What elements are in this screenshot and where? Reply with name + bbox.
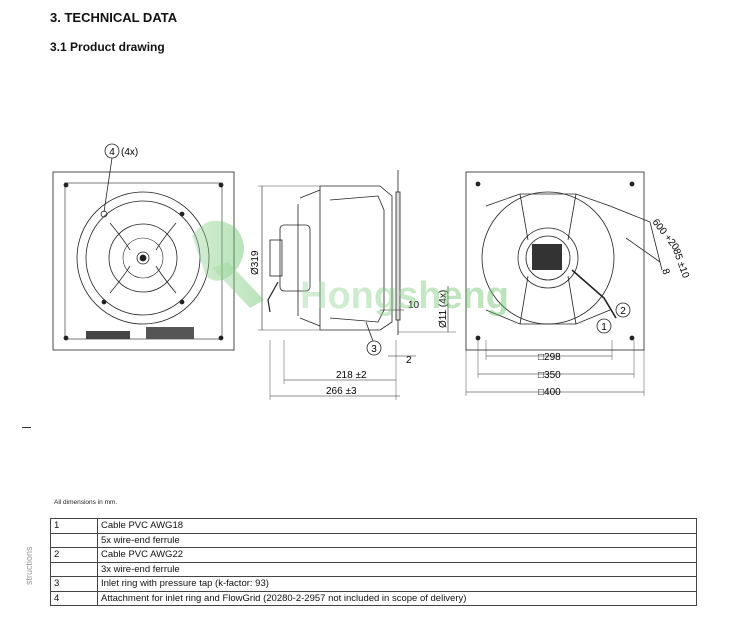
callout-2 [615, 302, 631, 318]
callout-4-label: 4 [109, 147, 115, 158]
dim-85: 85 ±10 [670, 247, 691, 280]
table-row: 3x wire-end ferrule [50, 561, 697, 577]
table-row: 5x wire-end ferrule [50, 532, 697, 548]
side-view [258, 170, 456, 400]
callout-1 [596, 318, 612, 334]
section-subtitle: 3.1 Product drawing [50, 40, 165, 54]
divider-mark [22, 427, 31, 428]
watermark: Hongsheng [192, 220, 509, 317]
callout-4-count: (4x) [121, 147, 138, 158]
dim-10: 10 [408, 300, 420, 311]
dim-sq400: □400 [538, 387, 561, 398]
dim-218: 218 ±2 [336, 370, 367, 381]
product-drawing: 4 (4x) Ø319 Ø11 (4x) 10 2 218 ±2 [52, 143, 691, 400]
dim-8: 8 [659, 267, 671, 276]
watermark-text: Hongsheng [300, 275, 509, 317]
side-margin-text: structions [24, 546, 34, 585]
dim-hole: Ø11 (4x) [438, 290, 449, 328]
callout-3 [366, 340, 382, 356]
dim-sq298: □298 [538, 352, 561, 363]
callout-3-label: 3 [371, 344, 377, 355]
dim-sq350: □350 [538, 370, 561, 381]
section-title: 3. TECHNICAL DATA [50, 10, 178, 25]
callout-1-label: 1 [601, 322, 607, 333]
callout-2-label: 2 [620, 306, 626, 317]
callout-4 [104, 143, 120, 159]
dim-diameter: Ø319 [250, 250, 261, 275]
rear-view [465, 171, 663, 396]
dim-266: 266 ±3 [326, 386, 357, 397]
dim-2: 2 [406, 355, 412, 366]
dim-600: 600 +20 [650, 217, 681, 253]
dimensions-note: All dimensions in mm. [54, 499, 118, 506]
